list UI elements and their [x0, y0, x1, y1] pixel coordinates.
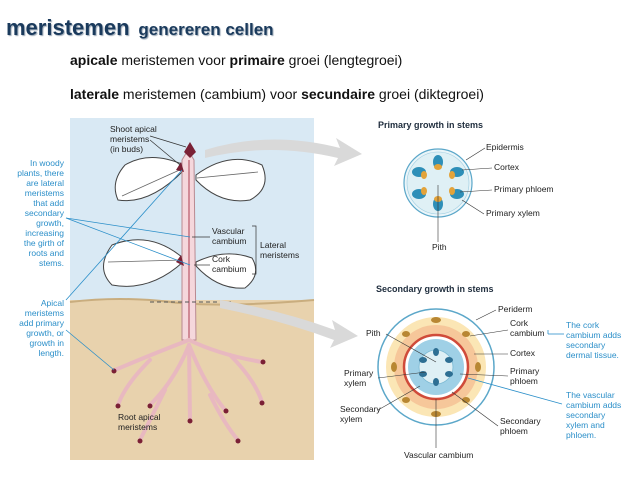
pith-label: Pith: [432, 242, 447, 252]
upper-right-leaf: [195, 158, 266, 202]
arrow-to-primary: [205, 138, 362, 166]
upper-left-leaf: [114, 157, 185, 202]
secondary-heading: Secondary growth in stems: [376, 284, 494, 294]
vascular-cambium-label-2: Vascular cambium: [404, 450, 473, 460]
secondary-stem-section: [377, 308, 495, 426]
periderm-label: Periderm: [498, 304, 532, 314]
root-tips: [111, 359, 266, 444]
primary-heading: Primary growth in stems: [378, 120, 483, 130]
cortex-label-2: Cortex: [510, 348, 536, 358]
root-system: [113, 338, 264, 442]
primary-phloem-label: Primary phloem: [494, 184, 554, 194]
shoot-apex-bud: [184, 142, 196, 158]
lateral-line: laterale meristemen (cambium) voor secun…: [70, 86, 484, 102]
apical-line: apicale meristemen voor primaire groei (…: [70, 52, 403, 68]
epidermis-label: Epidermis: [486, 142, 524, 152]
lower-left-leaf: [103, 239, 184, 287]
slide-title: meristemen genereren cellen: [6, 15, 274, 40]
primary-stem-section: [403, 148, 473, 218]
arrow-to-secondary: [220, 300, 358, 348]
pith-label-2: Pith: [366, 328, 381, 338]
cortex-label: Cortex: [494, 162, 520, 172]
lower-right-leaf: [195, 253, 257, 289]
primary-xylem-label: Primary xylem: [486, 208, 540, 218]
